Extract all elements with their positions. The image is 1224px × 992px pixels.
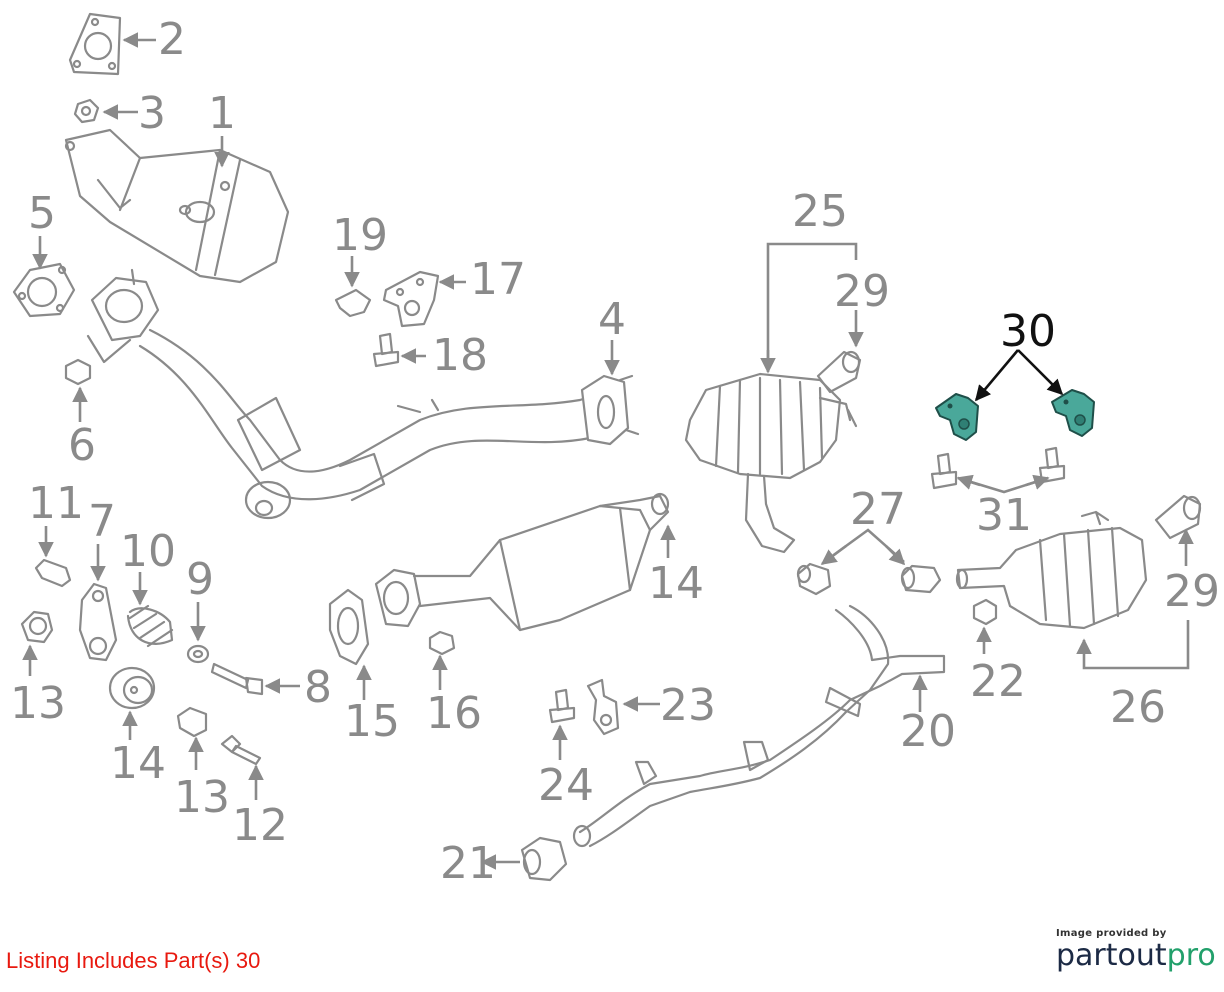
callout-leaders xyxy=(22,32,1194,870)
callout-10: 10 xyxy=(120,526,176,577)
part-16-gasket xyxy=(328,588,370,666)
callout-13-bottom: 13 xyxy=(174,772,230,823)
part-27-muffler xyxy=(955,510,1148,630)
callout-15: 14 xyxy=(648,558,704,609)
part-28a-clamp xyxy=(796,562,832,596)
part-5-gasket xyxy=(12,262,76,318)
callout-26: 25 xyxy=(792,186,848,237)
part-26-muffler xyxy=(684,372,858,554)
part-14-isolator xyxy=(108,666,156,710)
callout-1: 1 xyxy=(208,88,236,139)
callout-29-right: 29 xyxy=(1164,566,1220,617)
part-31a-bolt xyxy=(930,452,958,490)
part-29a-exhaust-tip xyxy=(816,350,862,394)
part-9-washer xyxy=(186,644,210,664)
part-19-bolt xyxy=(372,332,400,368)
part-29b-exhaust-tip xyxy=(1154,494,1202,540)
part-3-nut xyxy=(73,98,100,124)
callout-5: 5 xyxy=(28,188,56,239)
callout-3: 3 xyxy=(138,88,166,139)
brand-logo: partoutpro xyxy=(1056,938,1216,973)
callout-8: 8 xyxy=(304,662,332,713)
callout-6: 6 xyxy=(68,420,96,471)
part-15-rear-catalytic-converter xyxy=(374,492,670,632)
part-22-clamp xyxy=(520,836,568,882)
part-23-nut xyxy=(972,598,998,626)
credit-caption: Image provided by xyxy=(1056,928,1167,939)
part-12-bolt xyxy=(220,734,262,766)
callout-20: 19 xyxy=(332,210,388,261)
callout-12: 12 xyxy=(232,800,288,851)
callout-14: 14 xyxy=(110,738,166,789)
part-front-pipe xyxy=(86,268,640,520)
callout-7: 7 xyxy=(88,496,116,547)
part-25-bolt xyxy=(548,688,576,724)
part-13b-bushing xyxy=(176,706,208,738)
callout-24: 23 xyxy=(660,680,716,731)
part-10-spring xyxy=(126,604,174,648)
callout-labels: 2 3 1 5 6 4 17 19 18 11 7 10 9 8 13 14 1… xyxy=(10,14,1220,889)
part-30b-bracket xyxy=(1051,389,1095,437)
callout-31: 31 xyxy=(976,490,1032,541)
callout-4: 4 xyxy=(598,294,626,345)
part-21-y-pipe xyxy=(572,604,946,848)
callout-2: 2 xyxy=(158,14,186,65)
part-17-nut xyxy=(428,630,456,656)
callout-29-top: 29 xyxy=(834,266,890,317)
brand-logo-part1: partout xyxy=(1056,938,1167,973)
part-1-catalytic-converter xyxy=(64,128,290,284)
part-7-hanger-arm xyxy=(78,582,118,662)
brand-logo-part2: pro xyxy=(1166,938,1216,973)
part-18-bracket xyxy=(382,270,440,328)
callout-19: 18 xyxy=(432,330,488,381)
part-31b-bolt xyxy=(1038,446,1066,484)
callout-21: 20 xyxy=(900,706,956,757)
part-20-clip xyxy=(334,288,372,318)
part-11-bolt xyxy=(34,558,72,588)
part-8-bolt xyxy=(210,662,264,696)
callout-27: 26 xyxy=(1110,682,1166,733)
callout-25: 24 xyxy=(538,760,594,811)
callout-22: 21 xyxy=(440,838,496,889)
callout-16: 15 xyxy=(344,696,400,747)
callout-17: 16 xyxy=(426,688,482,739)
callout-13-left: 13 xyxy=(10,678,66,729)
callout-9: 9 xyxy=(186,554,214,605)
image-credit: Image provided by partoutpro xyxy=(1056,928,1216,973)
part-6-nut xyxy=(64,358,92,386)
part-2-gasket xyxy=(68,12,122,76)
callout-28: 27 xyxy=(850,484,906,535)
callout-11: 11 xyxy=(28,478,84,529)
part-30a-bracket xyxy=(935,393,979,441)
callout-18: 17 xyxy=(470,254,526,305)
part-28b-clamp xyxy=(900,564,942,594)
part-24-hanger xyxy=(586,678,620,736)
listing-includes-text: Listing Includes Part(s) 30 xyxy=(6,948,261,973)
callout-23: 22 xyxy=(970,656,1026,707)
callout-30: 30 xyxy=(1000,306,1056,357)
part-13a-bushing xyxy=(20,610,54,644)
